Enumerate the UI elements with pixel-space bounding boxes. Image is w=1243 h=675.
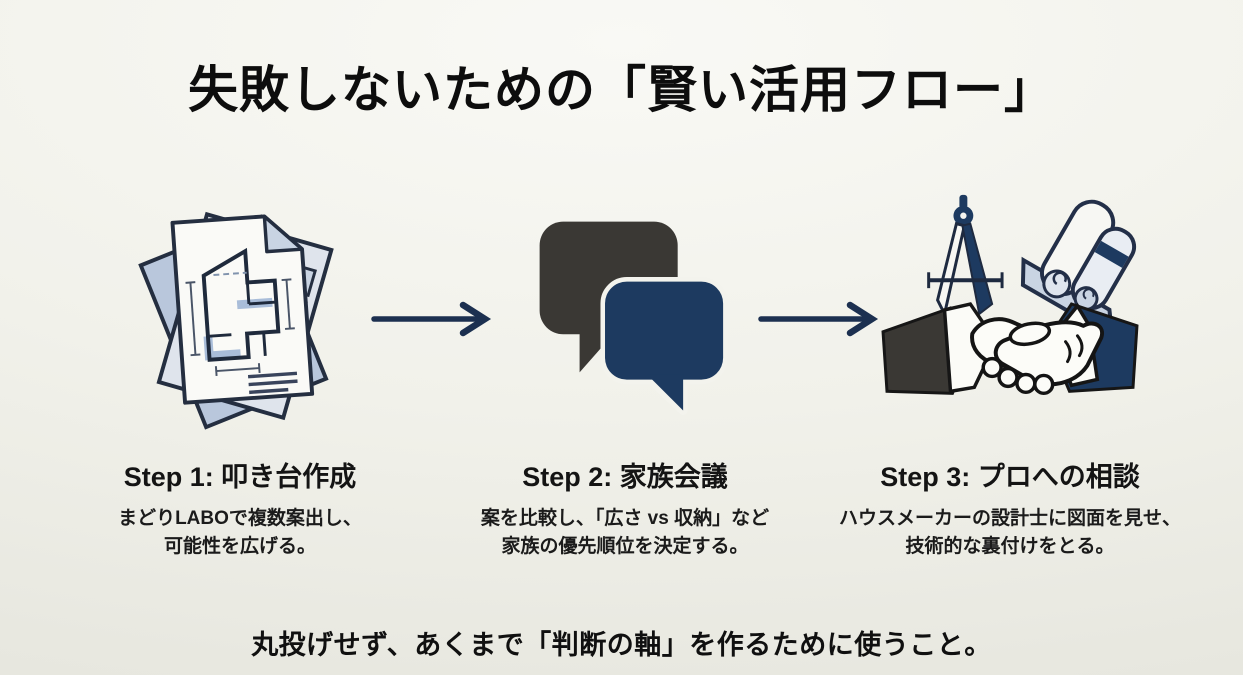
step-2: Step 2: 家族会議 案を比較し、「広さ vs 収納」など 家族の優先順位を… bbox=[435, 183, 815, 560]
compass-icon bbox=[927, 194, 1004, 319]
speech-bubbles-svg bbox=[539, 221, 728, 416]
dimension-lines bbox=[184, 277, 295, 376]
step-2-description: 案を比較し、「広さ vs 収納」など 家族の優先順位を決定する。 bbox=[435, 505, 815, 560]
step-1: Step 1: 叩き台作成 まどりLABOで複数案出し、 可能性を広げる。 bbox=[50, 183, 430, 560]
step-3-desc-line-1: ハウスメーカーの設計士に図面を見せ、 bbox=[838, 508, 1181, 529]
handshake-consultation-icon bbox=[820, 183, 1200, 431]
floorplan-documents-svg bbox=[137, 211, 334, 430]
text-lines bbox=[247, 371, 298, 394]
step-2-desc-line-1: 案を比較し、「広さ vs 収納」など bbox=[480, 508, 770, 529]
floorplan-documents-icon bbox=[50, 183, 430, 431]
step-3: Step 3: プロへの相談 ハウスメーカーの設計士に図面を見せ、 技術的な裏付… bbox=[820, 183, 1200, 560]
right-arrow-icon bbox=[371, 301, 492, 337]
step-3-description: ハウスメーカーの設計士に図面を見せ、 技術的な裏付けをとる。 bbox=[820, 505, 1200, 560]
page-title: 失敗しないための「賢い活用フロー」 bbox=[188, 62, 1055, 118]
right-arrow-icon bbox=[758, 301, 879, 337]
step-3-desc-line-2: 技術的な裏付けをとる。 bbox=[905, 535, 1115, 557]
step-2-desc-line-2: 家族の優先順位を決定する。 bbox=[501, 535, 749, 557]
flow-arrow-1 bbox=[370, 299, 492, 339]
footer-note: 丸投げせず、あくまで「判断の軸」を作るために使うこと。 bbox=[251, 630, 992, 660]
step-3-title: Step 3: プロへの相談 bbox=[880, 462, 1140, 492]
finger-lines bbox=[1064, 334, 1084, 364]
speech-bubbles-icon bbox=[435, 183, 815, 431]
step-2-title: Step 2: 家族会議 bbox=[522, 462, 728, 492]
step-1-desc-line-1: まどりLABOで複数案出し、 bbox=[118, 508, 362, 529]
step-1-desc-line-2: 可能性を広げる。 bbox=[163, 535, 316, 557]
paper-front-floorplan bbox=[170, 213, 314, 405]
handshake-consultation-svg bbox=[881, 194, 1139, 396]
handshake-graphic bbox=[881, 302, 1139, 396]
knuckles bbox=[981, 356, 1055, 396]
thumb bbox=[1008, 321, 1052, 347]
step-1-description: まどりLABOで複数案出し、 可能性を広げる。 bbox=[50, 505, 430, 560]
navy-speech-bubble bbox=[605, 281, 724, 411]
flow-arrow-2 bbox=[757, 299, 879, 339]
step-1-title: Step 1: 叩き台作成 bbox=[123, 462, 357, 492]
